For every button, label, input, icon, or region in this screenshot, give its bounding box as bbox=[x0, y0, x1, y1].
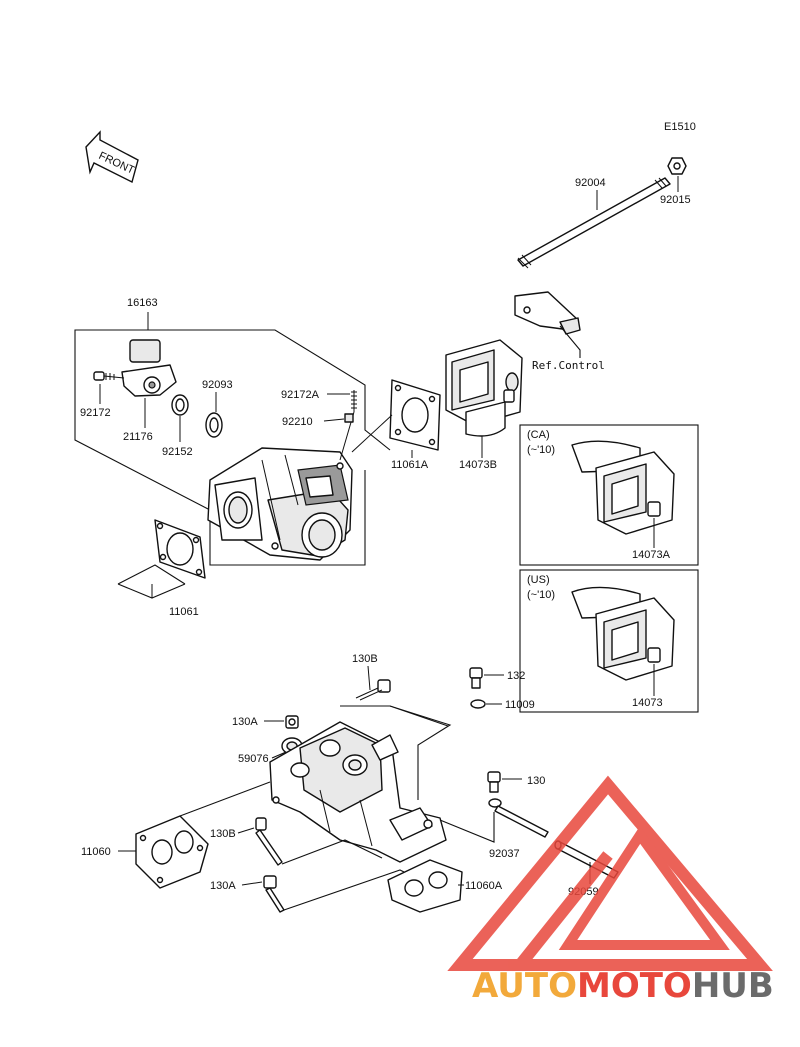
bolt-130A-top bbox=[285, 715, 299, 729]
front-arrow-icon: FRONT bbox=[85, 130, 139, 184]
label-130A-bottom: 130A bbox=[210, 880, 236, 892]
watermark-text: AUTOMOTOHUB bbox=[472, 966, 774, 1006]
watermark-auto: AUTO bbox=[472, 966, 577, 1006]
us-line2: (~'10) bbox=[527, 589, 555, 601]
bolt-130A-bottom bbox=[263, 875, 285, 913]
label-11060: 11060 bbox=[81, 846, 111, 858]
gasket-11061 bbox=[154, 519, 206, 579]
gasket-11061A bbox=[389, 379, 441, 451]
watermark-moto: MOTO bbox=[577, 966, 692, 1006]
label-14073: 14073 bbox=[632, 697, 663, 709]
label-11009: 11009 bbox=[505, 699, 535, 711]
throttle-body-frame bbox=[74, 312, 391, 566]
label-92093: 92093 bbox=[202, 379, 233, 391]
label-130A-top: 130A bbox=[232, 716, 258, 728]
label-21176: 21176 bbox=[123, 431, 153, 443]
throttle-position-sensor bbox=[121, 339, 177, 397]
watermark-logo bbox=[447, 775, 773, 971]
ref-control-label: Ref.Control bbox=[532, 359, 605, 372]
label-92210: 92210 bbox=[282, 416, 313, 428]
label-14073A: 14073A bbox=[632, 549, 671, 561]
nut-92210 bbox=[344, 413, 354, 423]
housing-14073B bbox=[445, 339, 523, 437]
diagram-code: E1510 bbox=[664, 121, 696, 133]
screw-92172 bbox=[93, 371, 125, 381]
label-92004: 92004 bbox=[575, 177, 606, 189]
label-130B-bottom: 130B bbox=[210, 828, 236, 840]
label-16163: 16163 bbox=[127, 297, 158, 309]
label-11061: 11061 bbox=[169, 606, 199, 618]
washer-11009 bbox=[470, 699, 486, 709]
nut-92015 bbox=[667, 157, 687, 175]
clip-92152 bbox=[171, 394, 189, 416]
watermark-hub: HUB bbox=[692, 966, 774, 1006]
us-line1: (US) bbox=[527, 574, 550, 586]
rod-92004 bbox=[517, 177, 671, 269]
label-59076: 59076 bbox=[238, 753, 269, 765]
throttle-body bbox=[207, 447, 353, 561]
label-92172A: 92172A bbox=[281, 389, 320, 401]
ca-line1: (CA) bbox=[527, 429, 550, 441]
intake-manifold bbox=[269, 721, 447, 863]
rod-92037 bbox=[488, 798, 549, 838]
label-92152: 92152 bbox=[162, 446, 193, 458]
label-132: 132 bbox=[507, 670, 525, 682]
housing-14073 bbox=[571, 586, 675, 681]
bolt-130B-top bbox=[355, 679, 391, 701]
ca-line2: (~'10) bbox=[527, 444, 555, 456]
bolt-130B-bottom bbox=[255, 817, 283, 866]
label-92015: 92015 bbox=[660, 194, 691, 206]
label-92037: 92037 bbox=[489, 848, 520, 860]
bolt-130 bbox=[487, 771, 501, 793]
label-11060A: 11060A bbox=[465, 880, 503, 892]
bolt-132 bbox=[469, 667, 483, 689]
label-130B-top: 130B bbox=[352, 653, 378, 665]
housing-14073A bbox=[571, 440, 675, 535]
gasket-11060 bbox=[135, 815, 209, 889]
ca-variant-box bbox=[519, 424, 699, 566]
o-ring-92093 bbox=[205, 412, 223, 438]
label-11061A: 11061A bbox=[391, 459, 429, 471]
gasket-11060A bbox=[387, 859, 463, 913]
label-14073B: 14073B bbox=[459, 459, 497, 471]
label-92172: 92172 bbox=[80, 407, 111, 419]
label-130: 130 bbox=[527, 775, 545, 787]
control-bracket bbox=[514, 291, 581, 335]
us-variant-box bbox=[519, 569, 699, 713]
